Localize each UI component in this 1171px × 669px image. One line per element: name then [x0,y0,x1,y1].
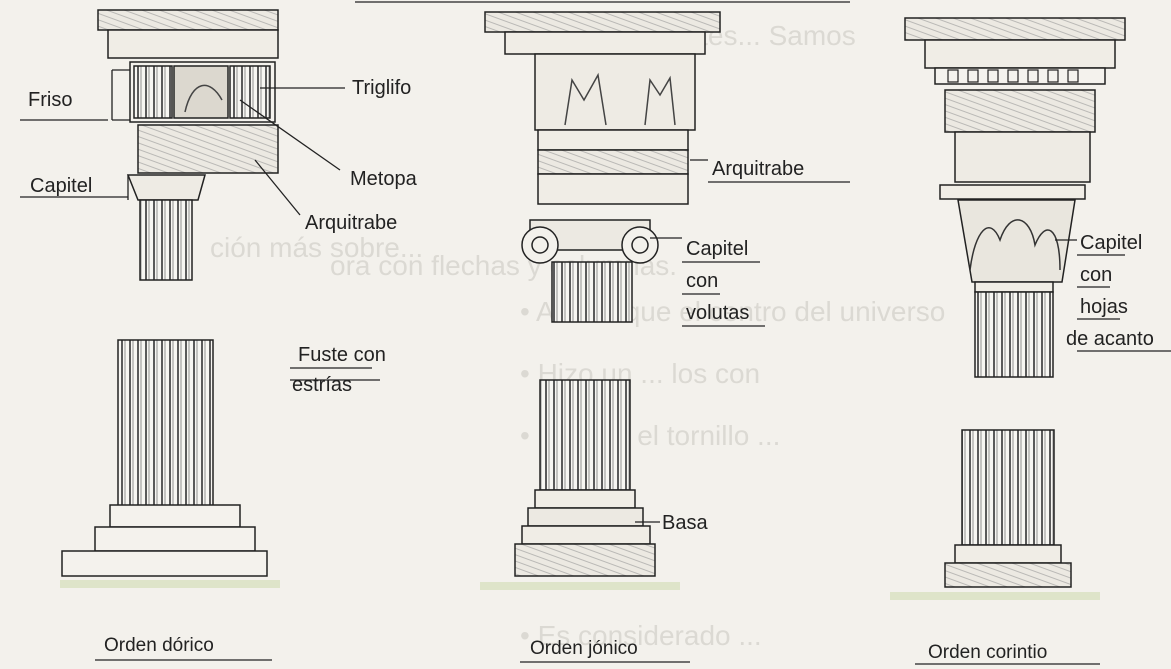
bg-text-2: ción más sobre... [210,232,424,263]
doric-leaders [20,69,380,661]
label-arquitrabe-doric: Arquitrabe [305,212,398,234]
label-arquitrabe-ionic: Arquitrabe [712,158,805,180]
label-basa: Basa [662,512,708,534]
title-corinthian: Orden corintio [928,642,1048,663]
label-capitel-doric: Capitel [30,175,93,197]
label-friso: Friso [28,89,73,111]
label-capitel-corinth-4: de acanto [1066,328,1154,350]
label-fuste-line2-text: estrías [292,374,353,396]
corinthian-leaders [915,239,1171,665]
label-triglifo: Triglifo [352,77,412,99]
label-fuste-line1: Fuste con [298,344,386,366]
label-capitel-ionic-3: volutas [686,302,750,324]
label-capitel-corinth-1: Capitel [1080,232,1143,254]
title-doric: Orden dórico [104,635,214,656]
label-capitel-ionic-1: Capitel [686,238,749,260]
label-capitel-ionic-2: con [686,270,719,292]
ionic-leaders [355,1,850,663]
title-ionic: Orden jónico [530,638,638,659]
bg-text-7: • Es considerado ... [520,620,762,651]
label-capitel-corinth-2: con [1080,264,1113,286]
doric-column [61,9,279,577]
label-metopa: Metopa [350,168,417,190]
corinthian-column [904,17,1126,588]
label-capitel-corinth-3: hojas [1080,296,1128,318]
ionic-column [484,11,721,577]
